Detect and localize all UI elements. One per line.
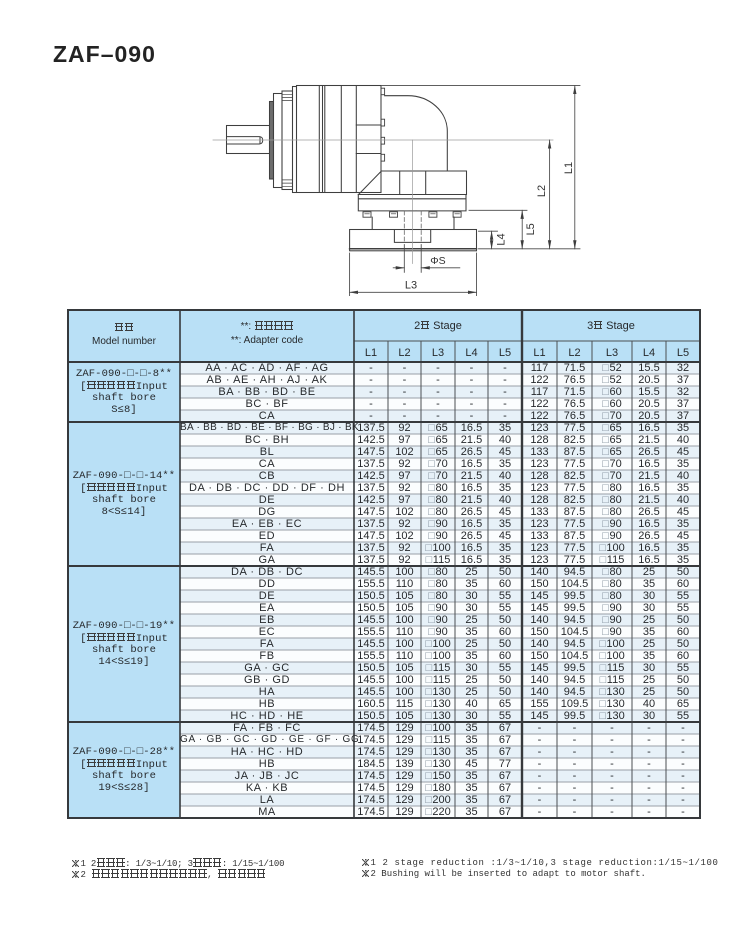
svg-text:L5: L5	[525, 223, 537, 235]
svg-text:L1: L1	[563, 162, 575, 174]
svg-text:ΦS: ΦS	[430, 255, 445, 267]
svg-text:L2: L2	[536, 185, 548, 197]
svg-text:L4: L4	[496, 233, 508, 245]
svg-text:L3: L3	[405, 280, 417, 292]
